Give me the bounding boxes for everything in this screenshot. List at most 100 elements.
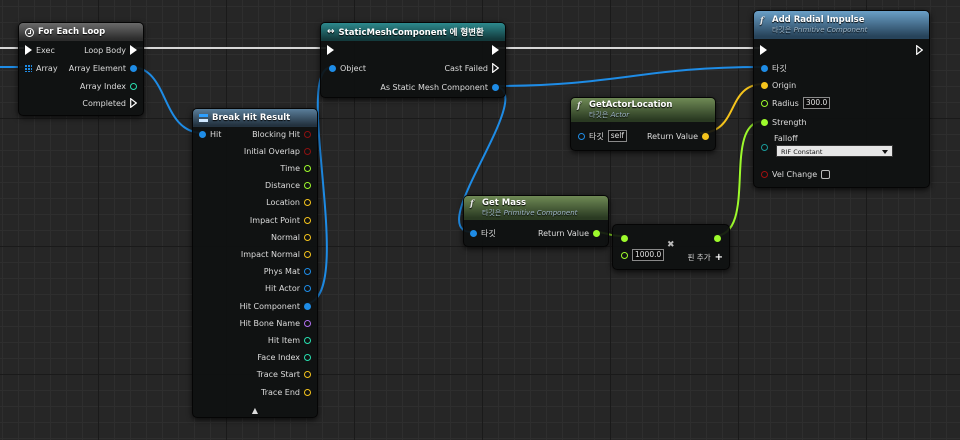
array-element-pin[interactable] xyxy=(130,64,137,72)
break-output-pin[interactable] xyxy=(304,199,311,207)
gm-return-row: Return Value xyxy=(538,226,600,240)
break-output-label: Location xyxy=(266,198,300,208)
break-output-pin[interactable] xyxy=(304,319,311,327)
gm-return-label: Return Value xyxy=(537,228,589,238)
break-output-row: Location xyxy=(266,196,311,210)
ari-exec-out-pin[interactable] xyxy=(916,45,923,55)
for-each-loop-header[interactable]: For Each Loop xyxy=(19,23,143,41)
cast-node-title: StaticMeshComponent 에 형변환 xyxy=(338,28,484,38)
ari-exec-in-pin[interactable] xyxy=(760,45,767,55)
break-output-pin[interactable] xyxy=(304,250,311,258)
as-static-mesh-pin[interactable] xyxy=(492,83,499,91)
ari-radius-row: Radius 300.0 xyxy=(761,96,831,110)
gal-self-field[interactable]: self xyxy=(607,130,627,142)
gal-target-pin[interactable] xyxy=(578,132,585,140)
array-pin-icon[interactable] xyxy=(25,64,32,72)
add-radial-impulse-header[interactable]: f Add Radial Impulse 타깃은 Primitive Compo… xyxy=(754,11,929,39)
break-output-pin[interactable] xyxy=(304,302,311,310)
break-output-pin[interactable] xyxy=(304,285,311,293)
break-output-pin[interactable] xyxy=(304,388,311,396)
break-output-pin[interactable] xyxy=(304,216,311,224)
hit-input-row: Hit xyxy=(199,127,221,141)
add-radial-impulse-node[interactable]: f Add Radial Impulse 타깃은 Primitive Compo… xyxy=(753,10,930,188)
break-output-pin[interactable] xyxy=(304,371,311,379)
break-output-pin[interactable] xyxy=(304,354,311,362)
cast-exec-out-pin[interactable] xyxy=(492,45,499,55)
break-hit-result-header[interactable]: Break Hit Result xyxy=(193,109,317,127)
ari-vel-change-checkbox[interactable] xyxy=(821,169,831,179)
ari-falloff-dropdown[interactable]: RIF Constant xyxy=(776,145,893,157)
multiply-in-a-row xyxy=(621,231,628,245)
multiply-in-b-pin[interactable] xyxy=(621,251,628,259)
ari-radius-field[interactable]: 300.0 xyxy=(802,97,831,109)
break-output-pin[interactable] xyxy=(304,164,311,172)
object-input-row: Object xyxy=(329,61,366,75)
break-output-row: Phys Mat xyxy=(264,265,311,279)
break-output-label: Normal xyxy=(271,232,300,242)
for-each-loop-node[interactable]: For Each Loop Exec Array Loop Body Array… xyxy=(18,22,144,116)
gal-target-label: 타깃 xyxy=(589,131,604,141)
object-in-pin[interactable] xyxy=(329,64,336,72)
gal-return-pin[interactable] xyxy=(702,132,709,140)
object-in-label: Object xyxy=(340,63,367,73)
cast-failed-pin[interactable] xyxy=(492,63,499,73)
break-output-row: Impact Normal xyxy=(241,247,311,261)
ari-radius-pin[interactable] xyxy=(761,99,768,107)
get-mass-header[interactable]: f Get Mass 타깃은 Primitive Component xyxy=(464,196,608,220)
break-output-label: Blocking Hit xyxy=(252,129,300,139)
ari-falloff-value: RIF Constant xyxy=(781,148,823,156)
array-in-label: Array xyxy=(36,63,58,73)
break-output-row: Initial Overlap xyxy=(244,144,311,158)
ari-falloff-pin-row xyxy=(761,140,768,154)
cast-node[interactable]: ↔ StaticMeshComponent 에 형변환 Object Cast … xyxy=(320,22,506,98)
ari-falloff-pin[interactable] xyxy=(761,143,768,151)
add-pin-row[interactable]: 핀 추가 + xyxy=(688,250,723,264)
break-output-pin[interactable] xyxy=(304,147,311,155)
multiply-remove-icon[interactable]: ✖ xyxy=(667,240,675,250)
exec-in-pin[interactable] xyxy=(25,45,32,55)
ari-target-row: 타깃 xyxy=(761,61,787,75)
break-output-label: Hit Actor xyxy=(265,284,300,294)
as-mesh-to-impulse-target-wire xyxy=(491,66,764,87)
multiply-node[interactable]: ✖ 1000.0 핀 추가 + xyxy=(612,224,730,270)
break-output-row: Distance xyxy=(265,179,311,193)
add-radial-impulse-subtitle: 타깃은 Primitive Component xyxy=(772,26,868,34)
completed-pin[interactable] xyxy=(130,98,137,108)
cast-exec-out-row xyxy=(492,43,499,57)
get-mass-node[interactable]: f Get Mass 타깃은 Primitive Component 타깃 Re… xyxy=(463,195,609,247)
ari-origin-pin[interactable] xyxy=(761,81,768,89)
break-output-row: Normal xyxy=(271,230,311,244)
loop-body-row: Loop Body xyxy=(84,43,137,57)
loop-body-pin[interactable] xyxy=(130,45,137,55)
break-output-pin[interactable] xyxy=(304,336,311,344)
add-pin-icon[interactable]: + xyxy=(714,251,723,263)
array-index-pin[interactable] xyxy=(130,82,137,90)
get-actor-location-node[interactable]: f GetActorLocation 타깃은 Actor 타깃 self Ret… xyxy=(570,97,716,151)
gm-target-pin[interactable] xyxy=(470,229,477,237)
cast-exec-in-pin[interactable] xyxy=(327,45,334,55)
gal-return-label: Return Value xyxy=(646,131,698,141)
break-output-pin[interactable] xyxy=(304,130,311,138)
hit-in-pin[interactable] xyxy=(199,130,206,138)
get-actor-location-header[interactable]: f GetActorLocation 타깃은 Actor xyxy=(571,98,715,122)
cast-node-header[interactable]: ↔ StaticMeshComponent 에 형변환 xyxy=(321,23,505,41)
break-output-pin[interactable] xyxy=(304,268,311,276)
multiply-in-a-pin[interactable] xyxy=(621,234,628,242)
break-output-row: Impact Point xyxy=(250,213,311,227)
break-output-pin[interactable] xyxy=(304,182,311,190)
expand-arrow-icon[interactable]: ▲ xyxy=(251,406,259,415)
ari-strength-pin[interactable] xyxy=(761,118,768,126)
ari-target-pin[interactable] xyxy=(761,64,768,72)
multiply-value-field[interactable]: 1000.0 xyxy=(632,249,665,261)
get-mass-subtitle: 타깃은 Primitive Component xyxy=(482,209,578,217)
function-icon: f xyxy=(760,16,764,26)
break-output-pin[interactable] xyxy=(304,233,311,241)
ari-vel-change-pin[interactable] xyxy=(761,170,768,178)
gm-return-pin[interactable] xyxy=(593,229,600,237)
ari-origin-label: Origin xyxy=(772,80,797,90)
ari-falloff-label: Falloff xyxy=(774,133,798,143)
multiply-out-pin[interactable] xyxy=(714,234,721,242)
gal-target-row: 타깃 self xyxy=(578,129,627,143)
get-actor-location-subtitle: 타깃은 Actor xyxy=(589,111,630,119)
